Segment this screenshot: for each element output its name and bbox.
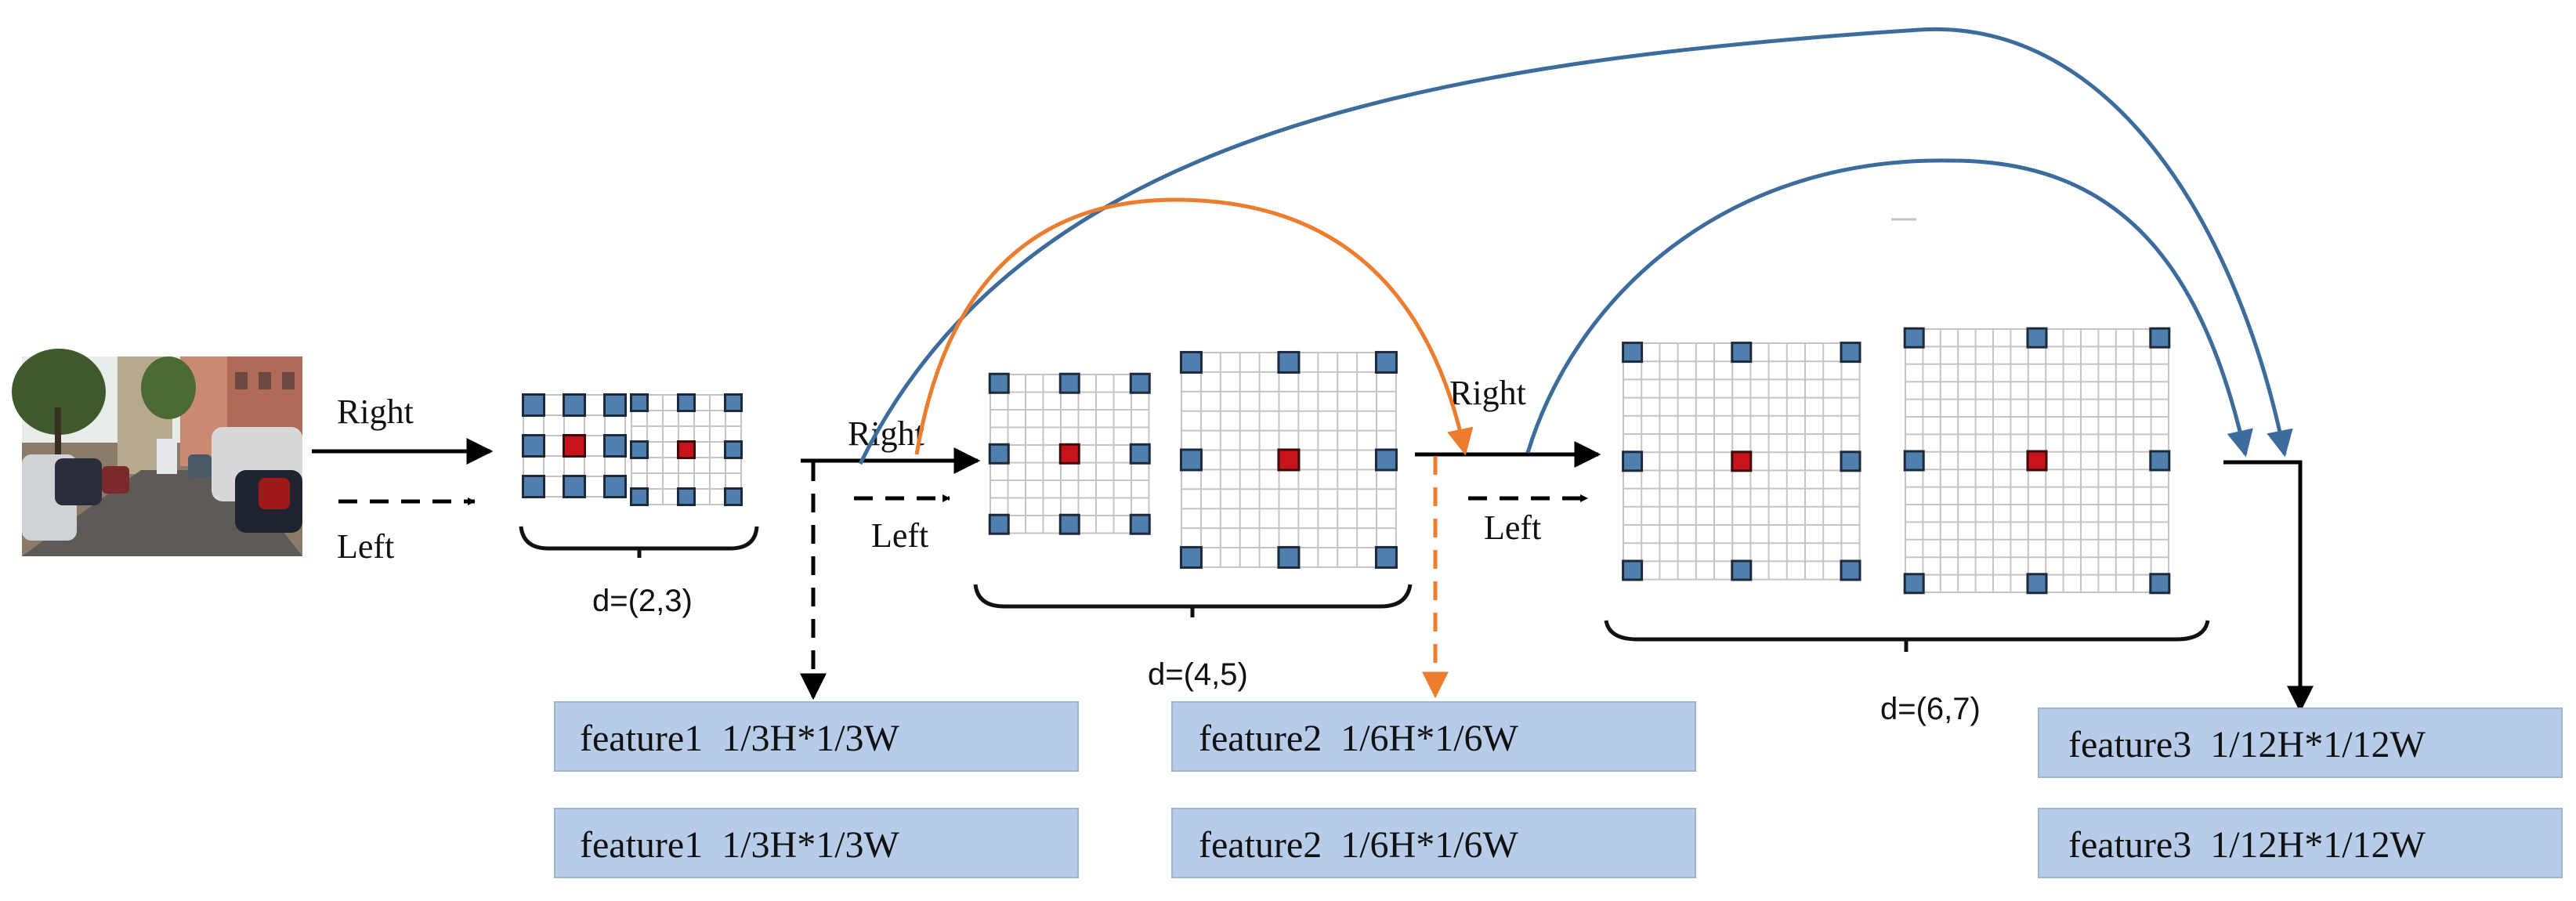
dilation-grid-4 [988,372,1151,535]
kernel-sample-cell [2149,450,2171,472]
dilation-grid-5 [1179,350,1398,569]
left-label-2: Left [871,516,928,555]
feature1-box-top: feature1 1/3H*1/3W [554,701,1079,772]
dilation-grid-3 [630,393,743,506]
kernel-sample-cell [1129,372,1151,394]
right-label-3: Right [1449,374,1526,412]
right-label-2: Right [848,414,924,453]
kernel-sample-cell [724,487,743,506]
kernel-sample-cell [563,475,586,498]
kernel-sample-cell [603,393,627,417]
kernel-center-cell [1058,443,1080,465]
kernel-sample-cell [1058,372,1080,394]
kernel-sample-cell [988,513,1010,535]
kernel-sample-cell [2026,327,2048,349]
dilation-grid-2 [522,393,627,498]
kernel-sample-cell [1129,443,1151,465]
input-street-image [12,349,302,556]
feature3-text-top: feature3 1/12H*1/12W [2068,724,2426,765]
kernel-sample-cell [1374,545,1398,569]
kernel-sample-cell [1840,559,1861,581]
kernel-sample-cell [1622,559,1644,581]
kernel-sample-cell [1622,342,1644,364]
feature2-box-top: feature2 1/6H*1/6W [1171,701,1696,772]
brace-2 [973,584,1413,609]
kernel-sample-cell [603,475,627,498]
kernel-sample-cell [522,393,545,417]
kernel-sample-cell [1179,350,1203,374]
kernel-sample-cell [988,372,1010,394]
kernel-sample-cell [1731,342,1753,364]
dilation-label-2: d=(4,5) [1148,657,1248,692]
kernel-sample-cell [603,434,627,458]
kernel-sample-cell [1903,573,1925,595]
kernel-sample-cell [563,393,586,417]
feature2-text-bottom: feature2 1/6H*1/6W [1199,824,1519,866]
kernel-sample-cell [1058,513,1080,535]
kernel-center-cell [2026,450,2048,472]
kernel-center-cell [1277,448,1301,472]
dilation-label-1: d=(2,3) [592,584,693,618]
kernel-sample-cell [2026,573,2048,595]
brace-1 [519,526,759,551]
kernel-sample-cell [1277,545,1301,569]
kernel-sample-cell [1374,350,1398,374]
kernel-sample-cell [724,440,743,459]
feature1-text-bottom: feature1 1/3H*1/3W [580,824,900,866]
left-label-3: Left [1484,508,1541,547]
skip-curve-orange [914,197,1474,456]
feature3-down-arrow [2223,460,2314,713]
right-label-1: Right [337,393,414,431]
kernel-center-cell [1731,450,1753,472]
feature2-text-top: feature2 1/6H*1/6W [1199,718,1519,759]
feature2-box-bottom: feature2 1/6H*1/6W [1171,808,1696,878]
kernel-sample-cell [677,393,696,412]
dilation-grid-6 [1622,342,1861,581]
kernel-sample-cell [1903,450,1925,472]
kernel-center-cell [677,440,696,459]
skip-curve-outer [858,27,2293,465]
kernel-sample-cell [1840,342,1861,364]
kernel-sample-cell [1903,327,1925,349]
kernel-sample-cell [2149,327,2171,349]
kernel-sample-cell [1622,450,1644,472]
feature1-text-top: feature1 1/3H*1/3W [580,718,900,759]
dilation-grid-7 [1903,327,2171,595]
kernel-sample-cell [1731,559,1753,581]
dilation-label-3: d=(6,7) [1880,692,1981,726]
kernel-sample-cell [630,393,649,412]
kernel-sample-cell [988,443,1010,465]
left-label-1: Left [337,527,394,566]
kernel-sample-cell [724,393,743,412]
feature3-text-bottom: feature3 1/12H*1/12W [2068,824,2426,866]
kernel-sample-cell [630,440,649,459]
skip-curve-inner [1525,158,2253,458]
kernel-sample-cell [1129,513,1151,535]
feature1-box-bottom: feature1 1/3H*1/3W [554,808,1079,878]
kernel-sample-cell [1840,450,1861,472]
kernel-sample-cell [522,434,545,458]
kernel-center-cell [563,434,586,458]
feature3-box-bottom: feature3 1/12H*1/12W [2038,808,2563,878]
kernel-sample-cell [1179,545,1203,569]
kernel-sample-cell [1179,448,1203,472]
feature3-box-top: feature3 1/12H*1/12W [2038,707,2563,778]
kernel-sample-cell [1277,350,1301,374]
kernel-sample-cell [1374,448,1398,472]
kernel-sample-cell [2149,573,2171,595]
kernel-sample-cell [677,487,696,506]
kernel-sample-cell [630,487,649,506]
kernel-sample-cell [522,475,545,498]
brace-3 [1604,620,2210,642]
